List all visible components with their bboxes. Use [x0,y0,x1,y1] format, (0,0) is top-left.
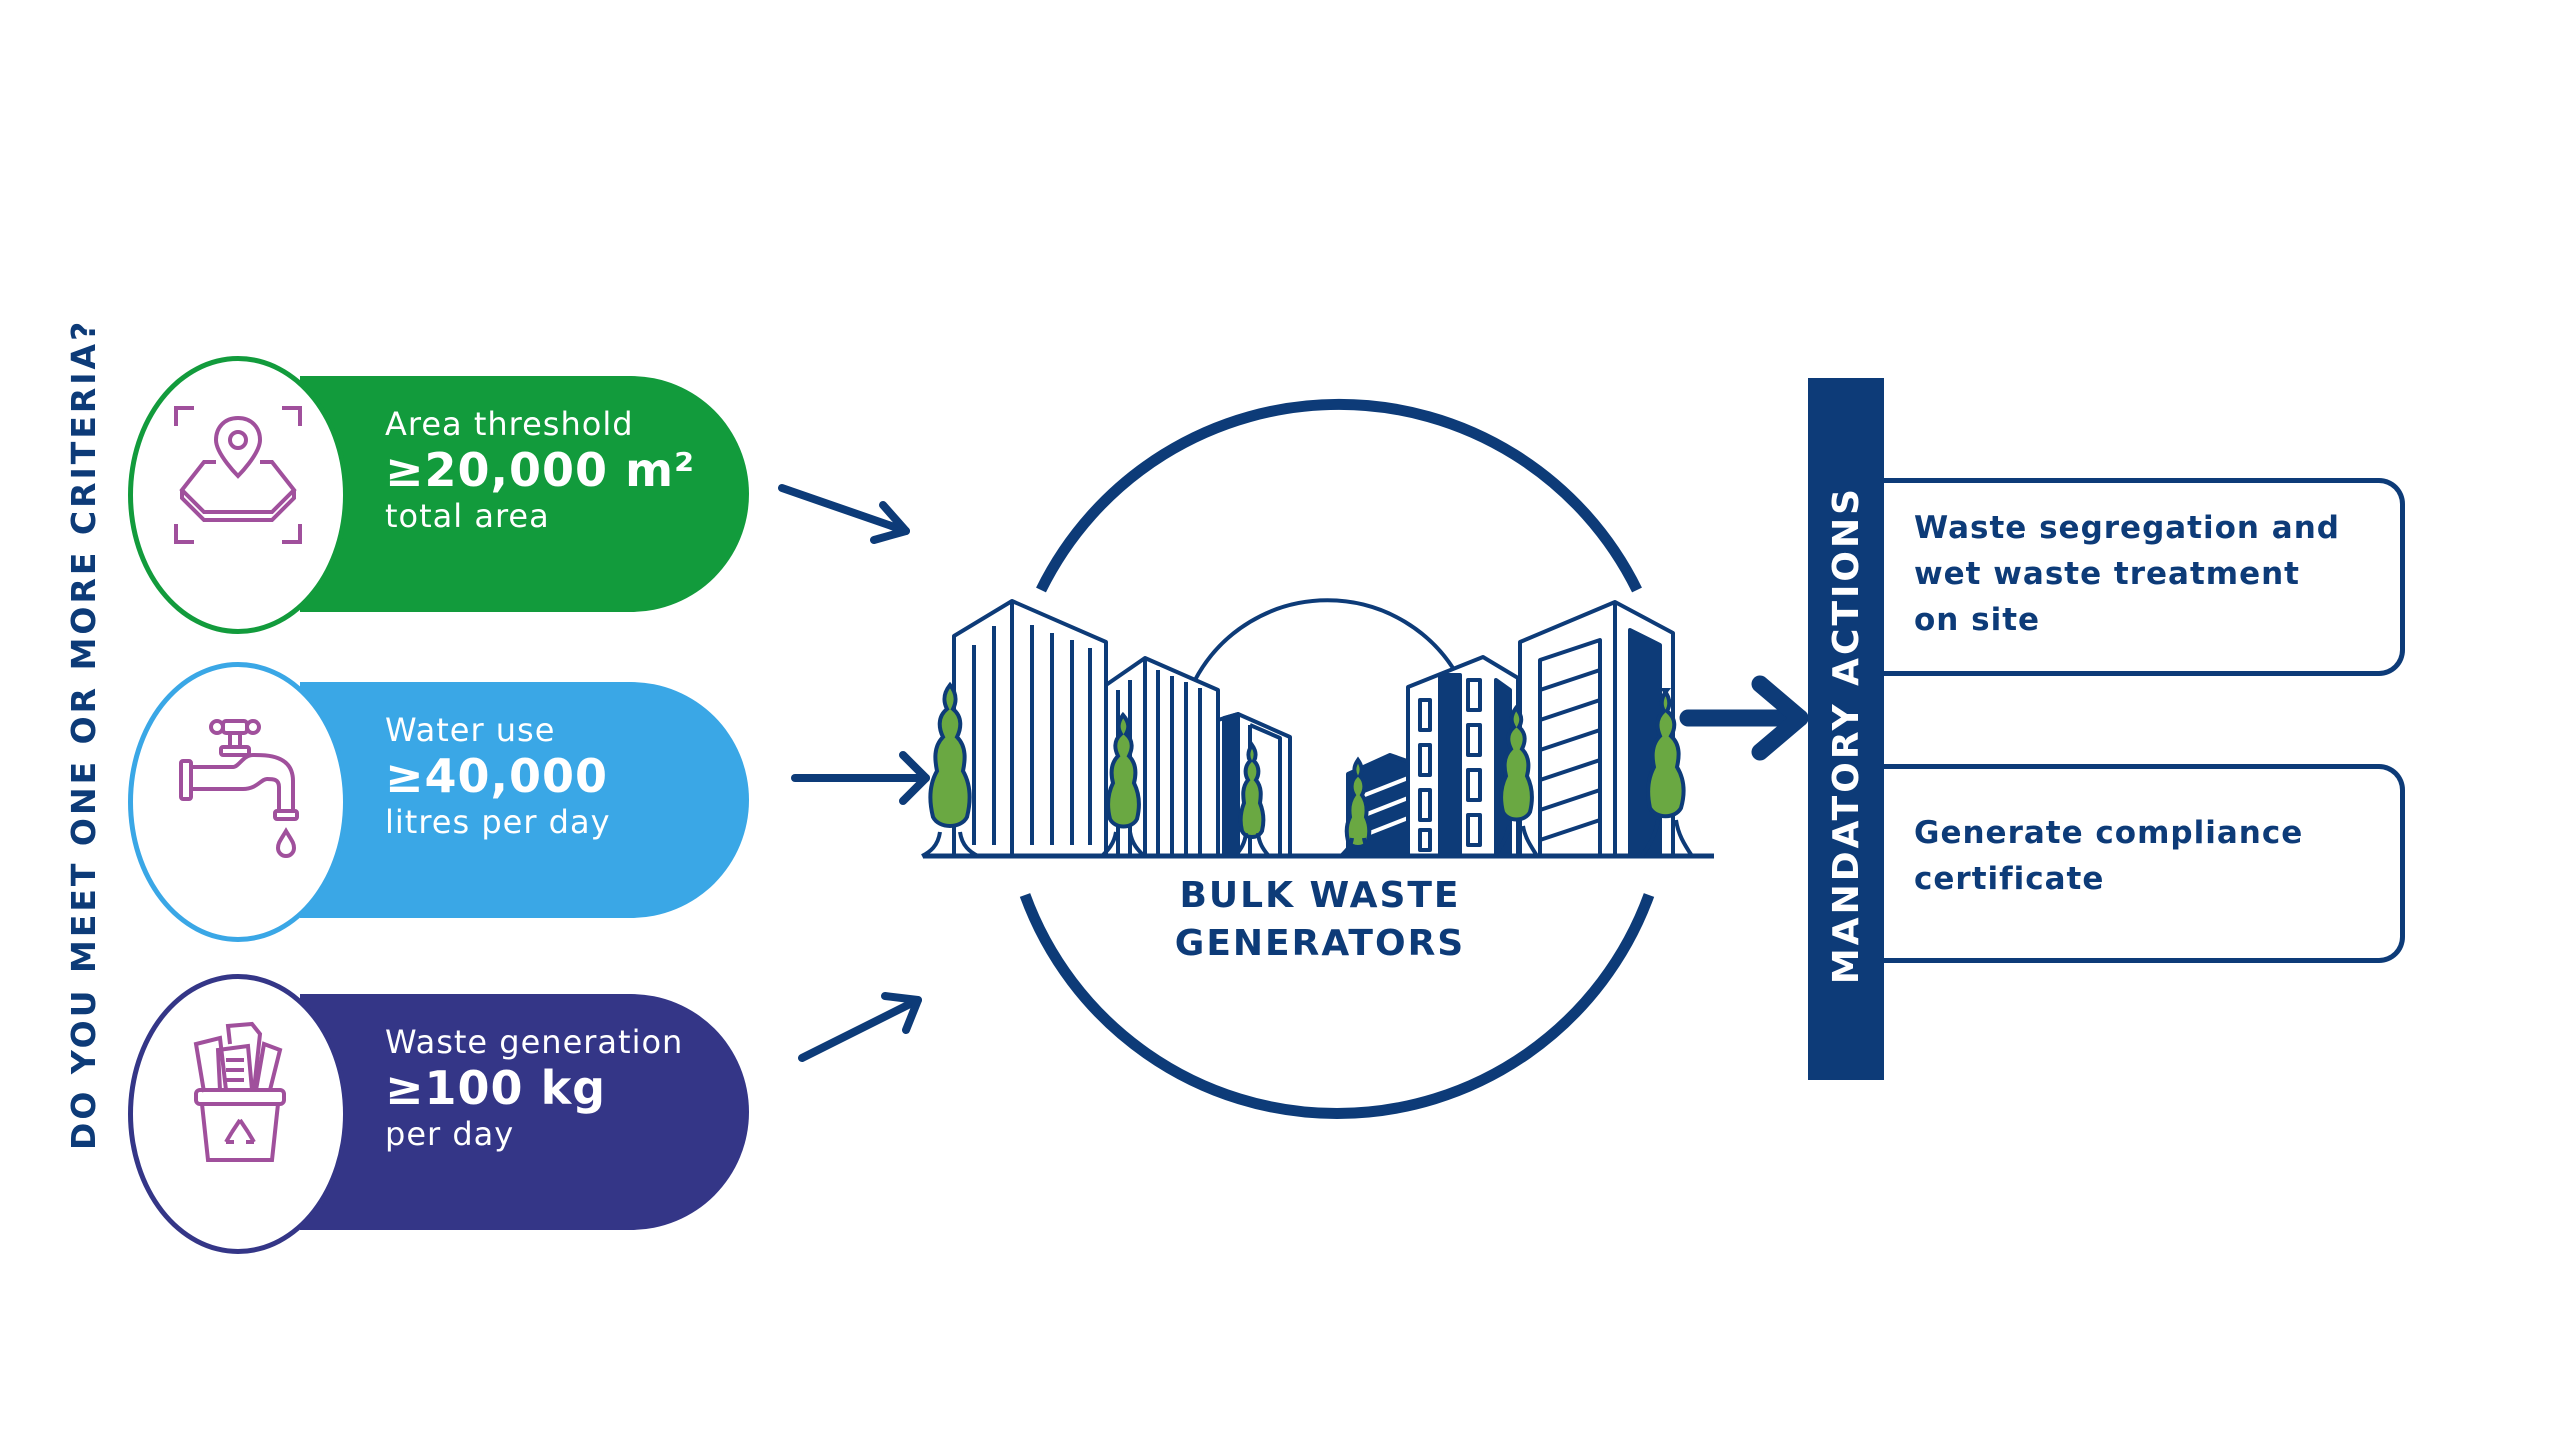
water-tap-icon [179,719,299,858]
criterion-waste-icon-circle [128,974,348,1254]
criterion-water-icon-circle [128,662,348,942]
criterion-area-text: Area threshold ≥20,000 m² total area [385,404,695,536]
criterion-area-icon-circle [128,356,348,634]
mandatory-actions-title: MANDATORY ACTIONS [1826,485,1867,985]
criterion-value: ≥40,000 [385,749,609,803]
map-pin-area-icon [174,406,302,544]
criterion-label: Area threshold [385,405,634,443]
criterion-waste-pill [300,994,749,1230]
arrow-waste-to-center-icon [798,992,922,1062]
center-title: BULK WASTE GENERATORS [1174,875,1466,964]
city-buildings-icon [923,598,1714,859]
criterion-waste-text: Waste generation ≥100 kg per day [385,1022,683,1154]
criterion-area-pill [300,376,749,612]
center-ring [1019,398,1655,1120]
tree-icon [1234,741,1270,857]
criterion-water-pill [300,682,749,918]
criterion-unit: total area [385,497,550,535]
criterion-label: Waste generation [385,1023,684,1061]
action-box-segregation [1880,478,2405,676]
arrow-center-to-actions-icon [1679,675,1809,761]
tree-icon [1640,688,1694,858]
criterion-unit: litres per day [385,803,611,841]
criterion-value: ≥100 kg [385,1061,607,1115]
tree-icon [1340,756,1376,857]
tree-icon [921,681,979,858]
criterion-label: Water use [385,711,556,749]
action-item-segregation: Waste segregation and wet waste treatmen… [1914,510,2340,638]
trees [921,681,1694,858]
criterion-water-text: Water use ≥40,000 litres per day [385,710,611,842]
tree-icon [1493,704,1539,858]
criterion-value: ≥20,000 m² [385,443,696,497]
mandatory-actions-bar [1808,378,1884,1080]
waste-bin-recycle-icon [193,1021,286,1162]
arrow-water-to-center-icon [791,751,930,805]
tree-icon [1100,711,1146,858]
criterion-unit: per day [385,1115,515,1153]
action-box-certificate [1880,764,2405,963]
action-item-certificate: Generate compliance certificate [1914,815,2304,897]
arrow-area-to-center-icon [778,484,910,544]
